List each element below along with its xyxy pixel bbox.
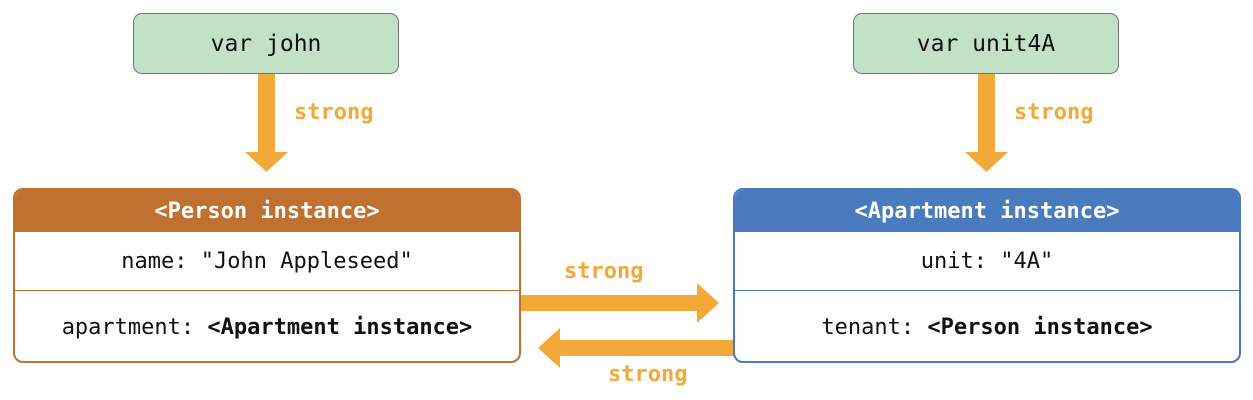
arrow-person-to-apartment: [521, 283, 719, 323]
strong-label-person-to-apartment: strong: [564, 259, 644, 284]
var-unit4a-label: var unit4A: [916, 30, 1056, 57]
arrow-john-to-person: [245, 74, 288, 172]
apartment-unit-key: unit:: [920, 248, 987, 274]
apartment-unit-row: unit: "4A": [735, 232, 1239, 291]
apartment-tenant-value: <Person instance>: [927, 314, 1153, 340]
person-instance-box: <Person instance> name: "John Appleseed"…: [13, 188, 521, 363]
person-instance-header: <Person instance>: [15, 190, 519, 232]
apartment-instance-box: <Apartment instance> unit: "4A" tenant: …: [733, 188, 1241, 363]
var-unit4a-box: var unit4A: [853, 13, 1119, 74]
strong-label-john: strong: [294, 100, 374, 125]
var-john-label: var john: [210, 30, 322, 57]
var-john-box: var john: [133, 13, 399, 74]
strong-label-apartment-to-person: strong: [608, 362, 688, 387]
apartment-unit-value: "4A": [1000, 248, 1054, 274]
person-apartment-key: apartment:: [61, 314, 195, 340]
apartment-tenant-row: tenant: <Person instance>: [735, 291, 1239, 361]
person-apartment-row: apartment: <Apartment instance>: [15, 291, 519, 361]
arrow-unit4a-to-apartment: [965, 74, 1008, 172]
arrow-apartment-to-person: [538, 328, 734, 368]
person-apartment-value: <Apartment instance>: [207, 314, 473, 340]
apartment-tenant-key: tenant:: [821, 314, 915, 340]
person-name-value: "John Appleseed": [200, 248, 413, 274]
person-name-row: name: "John Appleseed": [15, 232, 519, 291]
strong-label-unit4a: strong: [1014, 100, 1094, 125]
person-name-key: name:: [121, 248, 188, 274]
apartment-instance-header: <Apartment instance>: [735, 190, 1239, 232]
